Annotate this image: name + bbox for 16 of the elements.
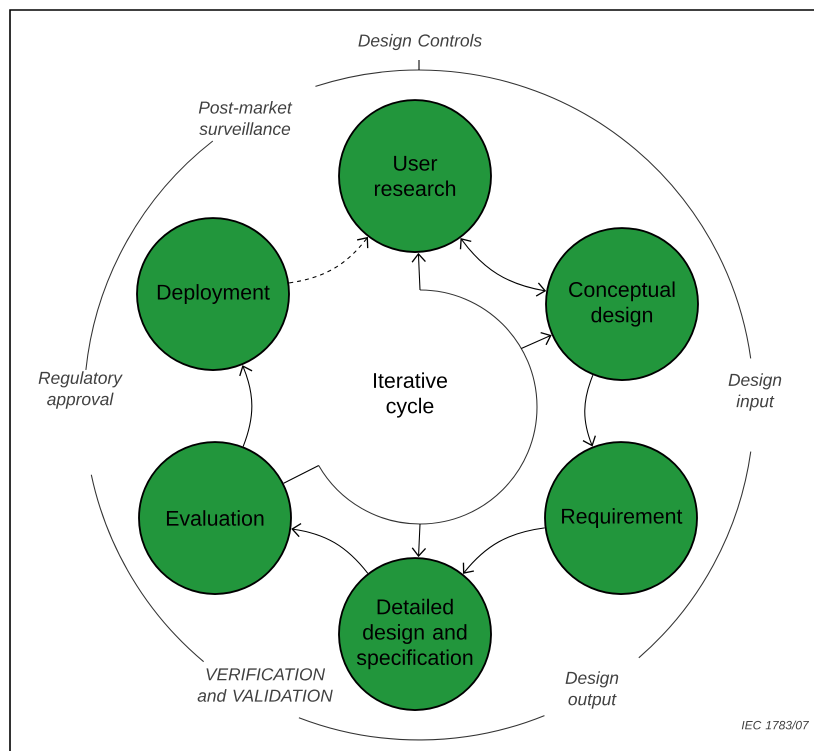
annotation-label: Design input [728,373,782,411]
arrow [582,375,596,447]
center-label: Iterative cycle [374,372,447,418]
arrow [239,365,252,447]
arrow [462,527,545,574]
arrow [460,238,546,297]
arrow [412,524,426,558]
annotation-label: IEC 1783/07 [742,720,810,730]
annotation-label: Post-market surveillance [198,100,292,136]
annotation-label: Design Controls [358,34,482,50]
arrow [289,236,368,284]
arrow [521,332,552,349]
annotation-label: Design output [566,671,618,709]
arrow [291,522,368,574]
annotation-label: Regulatory approval [38,371,123,409]
arrow [412,252,426,290]
